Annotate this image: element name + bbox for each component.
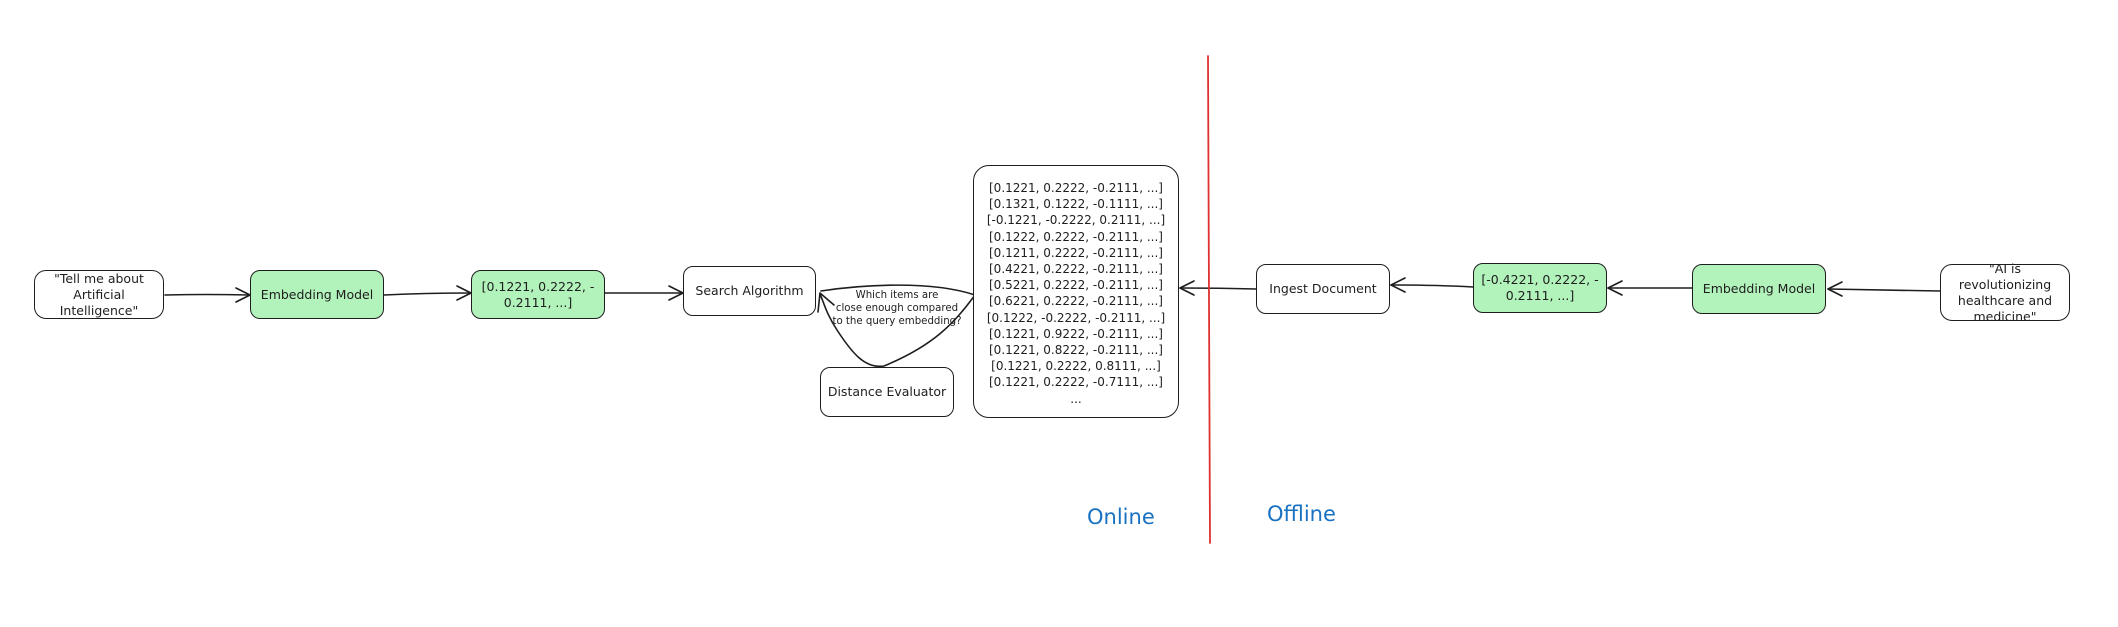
- arrow-distance-loop: [819, 293, 976, 368]
- distance-evaluator-node[interactable]: Distance Evaluator: [820, 367, 954, 417]
- arrow-query-to-embedding: [164, 293, 251, 296]
- online-label: Online: [1087, 505, 1155, 529]
- vector-store-row: [0.5221, 0.2222, -0.2111, ...]: [989, 278, 1163, 293]
- embedding-model-offline[interactable]: Embedding Model: [1692, 264, 1826, 314]
- arrowhead-docvector-to-ingest: [1390, 277, 1406, 293]
- arrow-ingest-to-store: [1179, 287, 1257, 290]
- vector-store-row: [0.1221, 0.2222, 0.8111, ...]: [991, 359, 1161, 374]
- vector-store-row: [0.1211, 0.2222, -0.2111, ...]: [989, 245, 1163, 260]
- vector-store-row: [-0.1221, -0.2222, 0.2111, ...]: [986, 213, 1166, 228]
- search-algorithm-node[interactable]: Search Algorithm: [683, 266, 816, 316]
- arrow-docvector-to-ingest: [1390, 284, 1474, 288]
- vector-store-row: [0.4221, 0.2222, -0.2111, ...]: [989, 262, 1163, 277]
- offline-label: Offline: [1267, 502, 1336, 526]
- vector-store-row: [0.1221, 0.8222, -0.2111, ...]: [989, 343, 1163, 358]
- vector-store-ellipsis: ...: [1070, 391, 1082, 406]
- vector-store-row: [0.1222, -0.2222, -0.2111, ...]: [986, 310, 1166, 325]
- arrowhead-ingest-to-store: [1179, 280, 1195, 296]
- arrowhead-embedding-to-docvector: [1607, 280, 1623, 296]
- arrow-distance-loop-top: [820, 284, 976, 296]
- distance-question-annotation: Which items are close enough compared to…: [832, 290, 962, 327]
- vector-store-row: [0.1321, 0.1222, -0.1111, ...]: [989, 197, 1163, 212]
- online-offline-divider: [1207, 55, 1211, 544]
- vector-store-row: [0.1222, 0.2222, -0.2111, ...]: [989, 229, 1163, 244]
- doc-vector-node[interactable]: [-0.4221, 0.2222, - 0.2111, ...]: [1473, 263, 1607, 313]
- vector-store-row: [0.1221, 0.2222, -0.2111, ...]: [989, 181, 1163, 195]
- arrow-embedding-to-vector: [383, 292, 472, 296]
- vector-store[interactable]: [0.1221, 0.2222, -0.2111, ...] [0.1321, …: [973, 165, 1179, 418]
- query-vector-node[interactable]: [0.1221, 0.2222, - 0.2111, ...]: [471, 270, 605, 319]
- vector-store-row: [0.6221, 0.2222, -0.2111, ...]: [989, 294, 1163, 309]
- vector-store-row: [0.1221, 0.9222, -0.2111, ...]: [989, 326, 1163, 341]
- arrowhead-document-to-embedding: [1827, 281, 1843, 297]
- query-node[interactable]: "Tell me about Artificial Intelligence": [34, 270, 164, 319]
- arrowhead-distance-loop: [817, 292, 835, 313]
- document-node[interactable]: "AI is revolutionizing healthcare and me…: [1940, 261, 2070, 324]
- arrow-document-to-embedding: [1827, 288, 1941, 292]
- vector-store-row: [0.1221, 0.2222, -0.7111, ...]: [989, 375, 1163, 390]
- ingest-document-node[interactable]: Ingest Document: [1256, 264, 1390, 314]
- embedding-model-online[interactable]: Embedding Model: [250, 270, 384, 319]
